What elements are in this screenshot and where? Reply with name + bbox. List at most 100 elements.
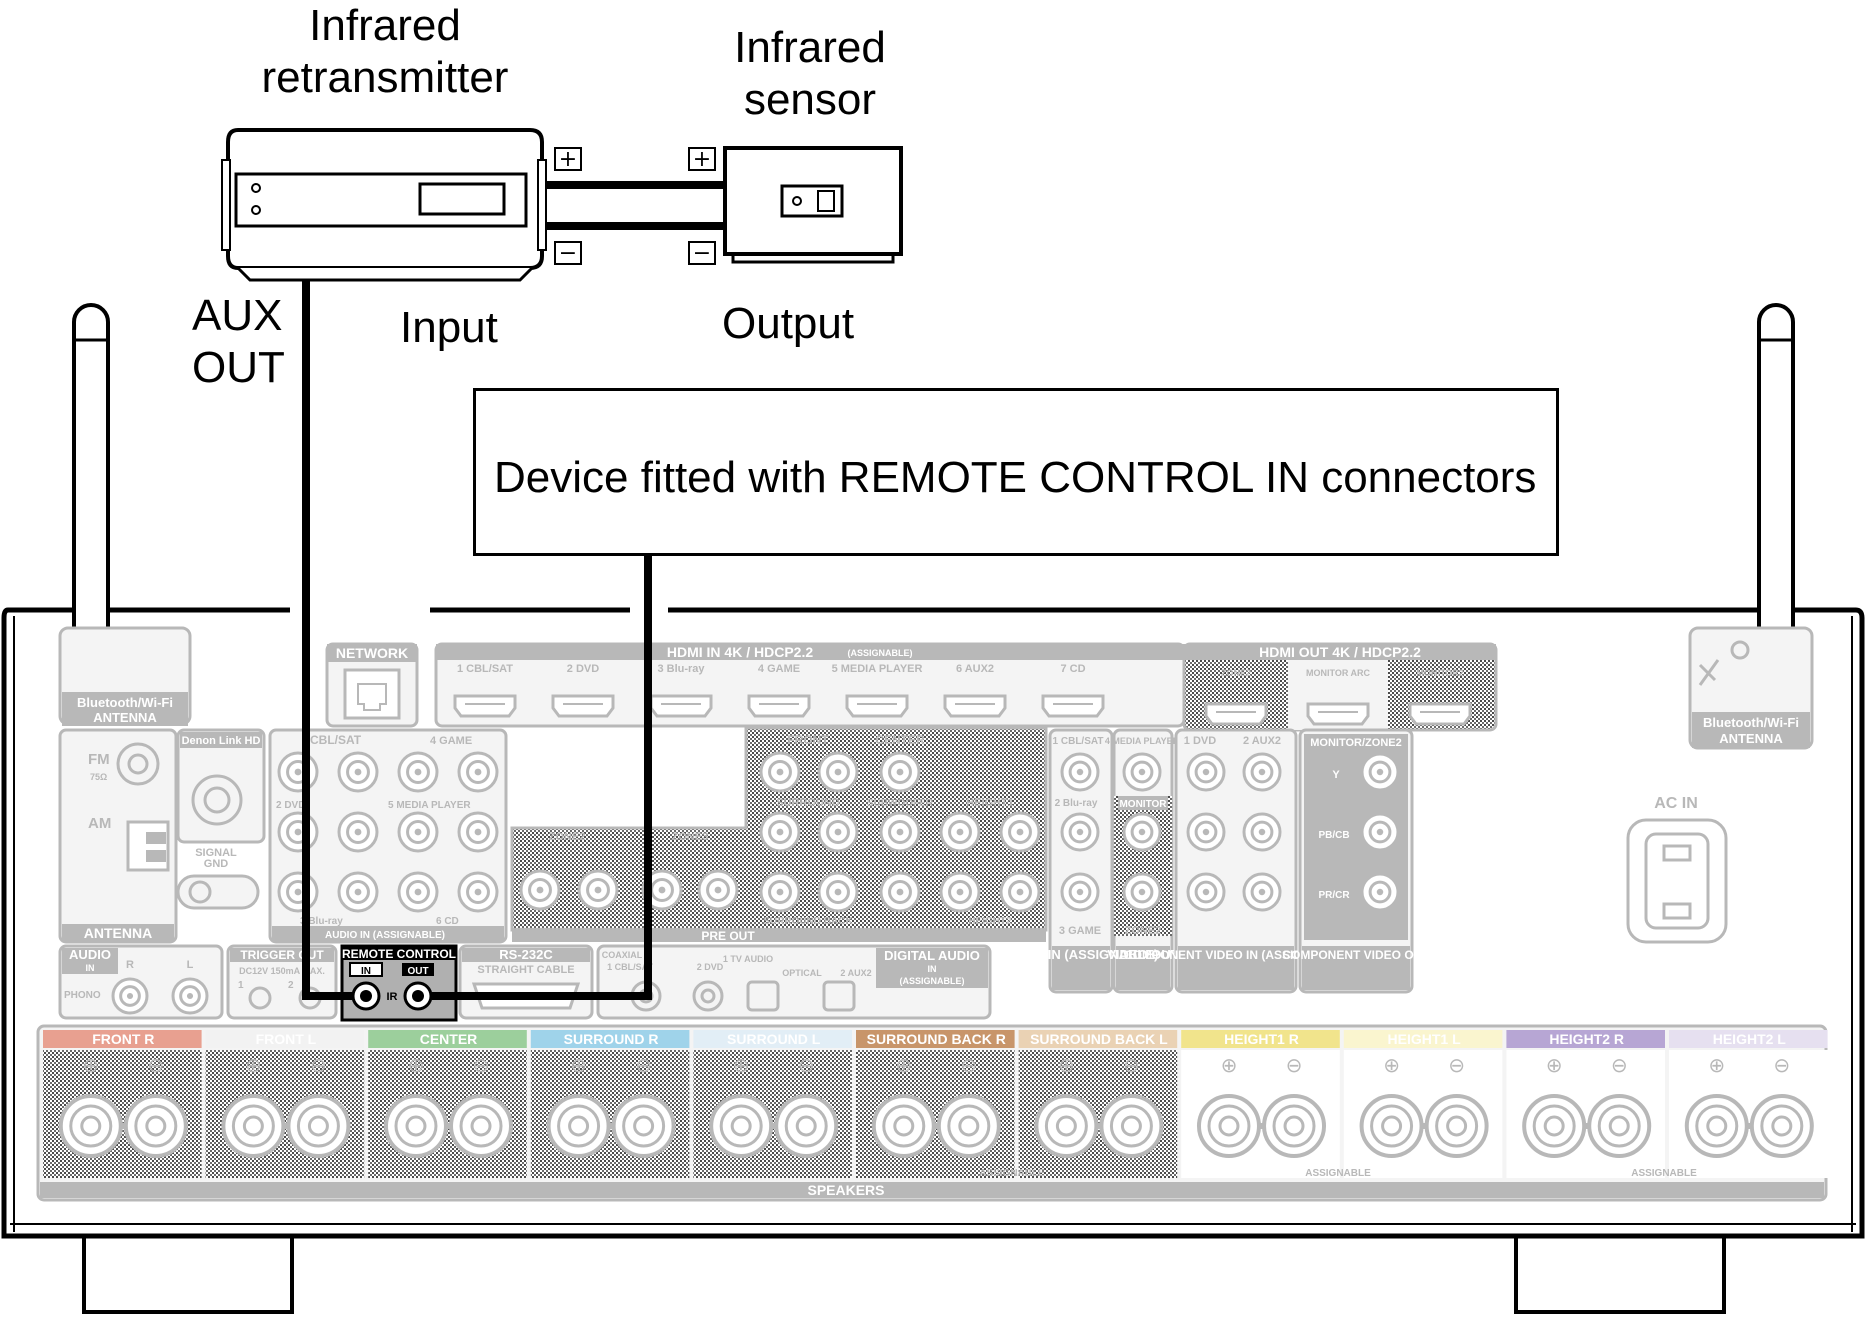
speaker-channel-label-9: HEIGHT1 L [1388, 1031, 1462, 1047]
svg-text:⊖: ⊖ [798, 1053, 815, 1077]
pre-out-jacks [519, 751, 1041, 913]
preout-jack-7 [939, 811, 981, 853]
hdmi-in-port-3 [649, 694, 713, 718]
preout-jack-14 [519, 869, 561, 911]
speaker-channel-label-3: CENTER [420, 1031, 478, 1047]
video-label-game: 3 GAME [1059, 925, 1101, 937]
fm-label: FM [88, 751, 110, 768]
hdmi-in-port-label-7: 7 CD [1060, 663, 1085, 675]
remote-in-label: IN [361, 966, 371, 977]
speaker-channel-label-10: HEIGHT2 R [1549, 1031, 1624, 1047]
preout-jack-8 [999, 811, 1041, 853]
preout-jack-12 [939, 871, 981, 913]
digital-audio-in-label: IN [928, 964, 937, 974]
hdmi-in-port-label-5: 5 MEDIA PLAYER [832, 663, 923, 675]
svg-text:⊕: ⊕ [1546, 1053, 1563, 1077]
svg-text:⊕: ⊕ [408, 1053, 425, 1077]
speaker-channel-label-2: FRONT L [256, 1031, 317, 1047]
trigger-spec-label: DC12V 150mA MAX. [239, 966, 325, 976]
video-label-bluray: 2 Blu-ray [1055, 798, 1098, 809]
audio-jack-3-1 [277, 871, 319, 913]
preout-jack-1 [759, 751, 801, 793]
ir-retransmitter-label-2: retransmitter [261, 53, 509, 102]
hdmi-out-port-1 [1204, 702, 1268, 726]
remote-out-tag [402, 963, 434, 976]
sensor-plus: + [693, 147, 711, 172]
component-label-aux: 2 AUX2 [1243, 735, 1281, 747]
remote-control-label: REMOTE CONTROL [342, 947, 456, 961]
component-jacks [1186, 752, 1400, 912]
speaker-channel-label-1: FRONT R [92, 1031, 154, 1047]
preout-jack-17 [697, 869, 739, 911]
svg-text:⊖: ⊖ [1611, 1053, 1628, 1077]
phono-label: PHONO [64, 990, 101, 1001]
audio-label-game: 4 GAME [430, 735, 472, 747]
retransmitter-minus: − [559, 241, 577, 266]
rs232c-cable-label: STRAIGHT CABLE [477, 964, 574, 976]
hdmi-out-port-label-3: MONITOR2 [1416, 668, 1463, 678]
trigger-out-label: TRIGGER OUT [240, 948, 324, 962]
hdmi-out-port-label-2: MONITOR ARC [1306, 668, 1370, 678]
audio-jack-1-4 [457, 751, 499, 793]
speaker-channel-10: HEIGHT2 R ⊕ ⊖ [1506, 1030, 1665, 1178]
svg-text:⊖: ⊖ [310, 1053, 327, 1077]
hdmi-in-port-label-4: 4 GAME [758, 663, 800, 675]
pre-out-label: PRE OUT [701, 929, 755, 943]
antenna-label: ANTENNA [84, 925, 152, 941]
remote-ir-label: IR [387, 991, 398, 1003]
component-in-area [1174, 728, 1298, 994]
hdmi-in-label: HDMI IN 4K / HDCP2.2 [667, 644, 813, 660]
speaker-channel-6: SURROUND BACK R⊕⊖ [856, 1030, 1015, 1178]
svg-text:⊖: ⊖ [1773, 1053, 1790, 1077]
phono-audio-label: AUDIO [69, 947, 111, 962]
hdmi-in-port-6 [943, 694, 1007, 718]
speaker-channel-label-4: SURROUND R [564, 1031, 659, 1047]
component-jack-3 [1186, 812, 1226, 852]
component-jack-7 [1360, 752, 1400, 792]
preout-label-subwoofer: SUBWOOFER [867, 798, 934, 809]
preout-label-zone3: ZONE3 [672, 831, 709, 843]
remote-in-device-label: Device fitted with REMOTE CONTROL IN con… [494, 453, 1537, 502]
audio-jack-3-4 [457, 871, 499, 913]
optical-1-label: 1 TV AUDIO [723, 954, 773, 964]
coaxial-label: COAXIAL [602, 950, 643, 960]
component-jack-2 [1242, 752, 1282, 792]
speaker-channel-7: SURROUND BACK L⊕⊖ [1018, 1030, 1178, 1178]
svg-text:⊕: ⊕ [1708, 1053, 1725, 1077]
coaxial-2-label: 2 DVD [697, 962, 724, 972]
video-label-monitor: MONITOR [1119, 799, 1167, 810]
bt-left-label-1: Bluetooth/Wi-Fi [77, 695, 173, 710]
am-label: AM [88, 815, 111, 832]
preout-label-height1: HEIGHT1 [966, 797, 1014, 809]
speakers-label: SPEAKERS [807, 1182, 884, 1198]
input-label: Input [400, 303, 498, 352]
speaker-channel-label-5: SURROUND L [727, 1031, 821, 1047]
component-jack-6 [1242, 872, 1282, 912]
bluetooth-icon [1698, 640, 1750, 686]
speaker-channel-11: HEIGHT2 L ⊕ ⊖ [1669, 1030, 1828, 1178]
preout-jack-11 [879, 871, 921, 913]
remote-out-label: OUT [407, 966, 428, 977]
ir-retransmitter [221, 128, 547, 282]
component-jack-5 [1186, 872, 1226, 912]
video-label-zone2: ZONE2 [1125, 925, 1162, 937]
assignable-label-1: ASSIGNABLE [979, 1168, 1045, 1179]
audio-jack-2-3 [397, 811, 439, 853]
video-jacks [1060, 752, 1162, 912]
component-jack-4 [1242, 812, 1282, 852]
svg-text:⊕: ⊕ [733, 1053, 750, 1077]
aux-out-label-1: AUX [192, 291, 283, 340]
speaker-channel-5: SURROUND L ⊕ ⊖ [693, 1030, 852, 1178]
ir-retransmitter-label: Infrared retransmitter [240, 0, 530, 104]
component-out-label: COMPONENT VIDEO OUT [1282, 948, 1430, 962]
preout-jack-3 [879, 751, 921, 793]
preout-label-zone2: ZONE2 [549, 831, 586, 843]
sensor-minus: − [693, 241, 711, 266]
optical-1-jack [746, 980, 780, 1012]
svg-text:⊕: ⊕ [1221, 1053, 1238, 1077]
speaker-channel-label-11: HEIGHT2 L [1713, 1031, 1787, 1047]
phono-l-jack [171, 977, 209, 1015]
signal-gnd-connector [176, 874, 260, 910]
